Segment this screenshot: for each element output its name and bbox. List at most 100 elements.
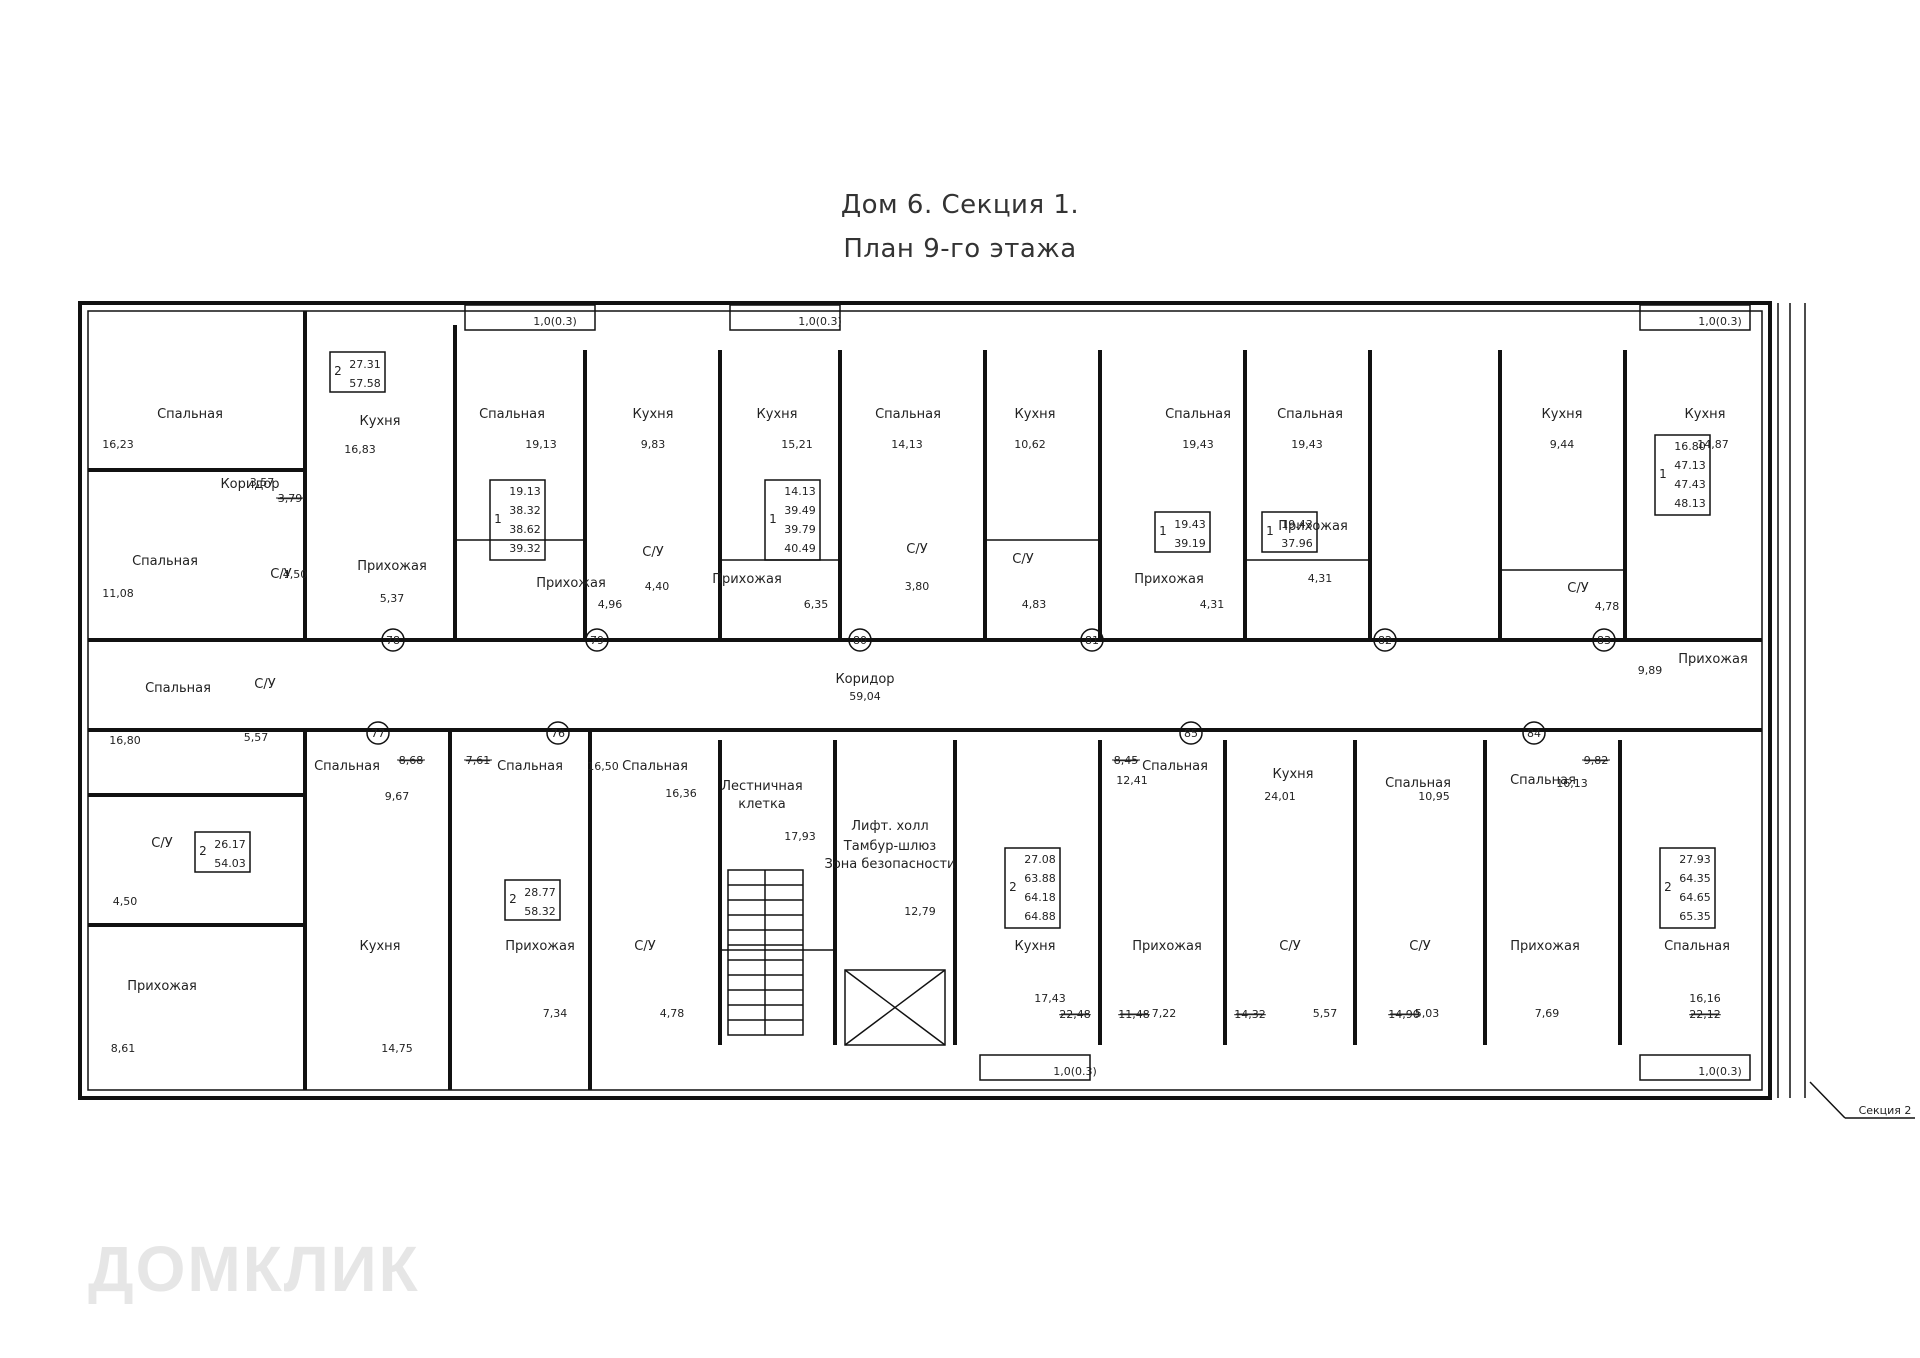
room-name: Прихожая <box>357 559 427 574</box>
room-area: 4,31 <box>1200 598 1225 611</box>
room-area: 6,35 <box>804 598 829 611</box>
room-name: Спальная <box>622 759 688 774</box>
room-area: 14,13 <box>891 438 923 451</box>
room-name: С/У <box>1409 939 1430 954</box>
room-count: 1 <box>1659 467 1667 481</box>
room-area: 19,43 <box>1182 438 1214 451</box>
area-value: 47.43 <box>1674 478 1706 491</box>
room-area: 9,83 <box>641 438 666 451</box>
area-value: 19.43 <box>1174 518 1206 531</box>
apartment-81-summary: 1 19.43 39.19 <box>1154 511 1211 553</box>
room-name: Кухня <box>633 407 674 422</box>
area-value: 19.43 <box>1281 518 1313 531</box>
total-area: 57.58 <box>349 377 381 390</box>
living-area: 27.31 <box>349 358 381 371</box>
lift-shaft <box>844 969 946 1046</box>
room-area: 10,62 <box>1014 438 1046 451</box>
balconies <box>464 304 1751 1081</box>
room-area: 4,83 <box>1022 598 1047 611</box>
area-value: 27.93 <box>1679 853 1711 866</box>
area-value: 19.13 <box>509 485 541 498</box>
area-value: 26.17 <box>214 838 246 851</box>
area-value: 54.03 <box>214 857 246 870</box>
room-count: 1 <box>769 512 777 526</box>
area-value: 65.35 <box>1679 910 1711 923</box>
apartment-number: 76 <box>551 727 565 740</box>
area-value: 38.62 <box>509 523 541 536</box>
room-area: 3,57 <box>250 476 275 489</box>
room-name: С/У <box>634 939 655 954</box>
room-area: 5,57 <box>1313 1007 1338 1020</box>
room-area: 7,22 <box>1152 1007 1177 1020</box>
area-value: 39.32 <box>509 542 541 555</box>
room-name: Прихожая <box>712 572 782 587</box>
room-name: Спальная <box>1142 759 1208 774</box>
area-value: 64.35 <box>1679 872 1711 885</box>
room-count: 1 <box>1266 524 1274 538</box>
room-name: Спальная <box>1510 773 1576 788</box>
apartment-80-summary: 1 14.13 39.49 39.79 40.49 <box>764 479 821 561</box>
room-name: Кухня <box>757 407 798 422</box>
room-area: 14,75 <box>381 1042 413 1055</box>
room-area: 24,01 <box>1264 790 1296 803</box>
room-area: 16,50 <box>587 760 619 773</box>
room-name: С/У <box>254 677 275 692</box>
room-name: Прихожая <box>1678 652 1748 667</box>
room-area: 8,61 <box>111 1042 136 1055</box>
room-area: 9,67 <box>385 790 410 803</box>
apartment-77-summary: 2 26.17 54.03 <box>194 831 251 873</box>
area-value: 58.32 <box>524 905 556 918</box>
room-area: 9,44 <box>1550 438 1575 451</box>
apartment-83-summary: 1 16.80 47.13 47.43 48.13 <box>1654 434 1711 516</box>
lift-hall-area: 12,79 <box>904 905 936 918</box>
room-name: Прихожая <box>127 979 197 994</box>
room-name: Спальная <box>875 407 941 422</box>
stair-label: Лестничная <box>721 779 802 794</box>
room-name: Спальная <box>1385 776 1451 791</box>
apartment-85-summary: 2 27.08 63.88 64.18 64.88 <box>1004 847 1061 929</box>
room-name: Спальная <box>1165 407 1231 422</box>
balcony-label: 1,0(0.3) <box>533 315 577 328</box>
area-value: 14.13 <box>784 485 816 498</box>
room-area: 16,80 <box>109 734 141 747</box>
room-name: Кухня <box>1015 407 1056 422</box>
corridor-area: 59,04 <box>849 690 881 703</box>
room-count: 2 <box>509 892 517 906</box>
apartment-76-summary: 2 28.77 58.32 <box>504 879 561 921</box>
area-value: 47.13 <box>1674 459 1706 472</box>
area-value: 64.18 <box>1024 891 1056 904</box>
room-area: 19,43 <box>1291 438 1323 451</box>
room-area: 10,95 <box>1418 790 1450 803</box>
room-area: 4,50 <box>113 895 138 908</box>
room-name: Кухня <box>1015 939 1056 954</box>
room-name: Прихожая <box>536 576 606 591</box>
section-2-label: Секция 2 <box>1859 1104 1912 1117</box>
area-value: 39.79 <box>784 523 816 536</box>
room-name: Спальная <box>145 681 211 696</box>
room-name: Кухня <box>1685 407 1726 422</box>
apartment-number: 81 <box>1085 634 1099 647</box>
room-name: Кухня <box>1542 407 1583 422</box>
area-value: 39.49 <box>784 504 816 517</box>
apartment-summaries: 2 27.31 57.58 1 19.13 38.32 38.62 39.32 … <box>194 351 1716 929</box>
room-area: 12,41 <box>1116 774 1148 787</box>
room-name: С/У <box>1567 581 1588 596</box>
room-name: Коридор <box>220 477 279 492</box>
room-name: Прихожая <box>1278 519 1348 534</box>
room-name: Прихожая <box>505 939 575 954</box>
apartment-82-summary: 1 19.43 37.96 <box>1261 511 1318 553</box>
room-name: Спальная <box>157 407 223 422</box>
room-count: 1 <box>494 512 502 526</box>
area-value: 28.77 <box>524 886 556 899</box>
apartment-79-summary: 1 19.13 38.32 38.62 39.32 <box>489 479 546 561</box>
balcony-label: 1,0(0.3) <box>1053 1065 1097 1078</box>
room-area: 4,50 <box>283 568 308 581</box>
apartment-markers: 78 79 80 81 82 83 77 76 85 84 <box>366 628 1616 745</box>
room-area: 9,89 <box>1638 664 1663 677</box>
watermark: ДОМКЛИК <box>88 1233 420 1305</box>
lift-hall-label: Тамбур-шлюз <box>843 839 937 854</box>
room-name: Спальная <box>479 407 545 422</box>
room-count: 2 <box>334 364 342 378</box>
